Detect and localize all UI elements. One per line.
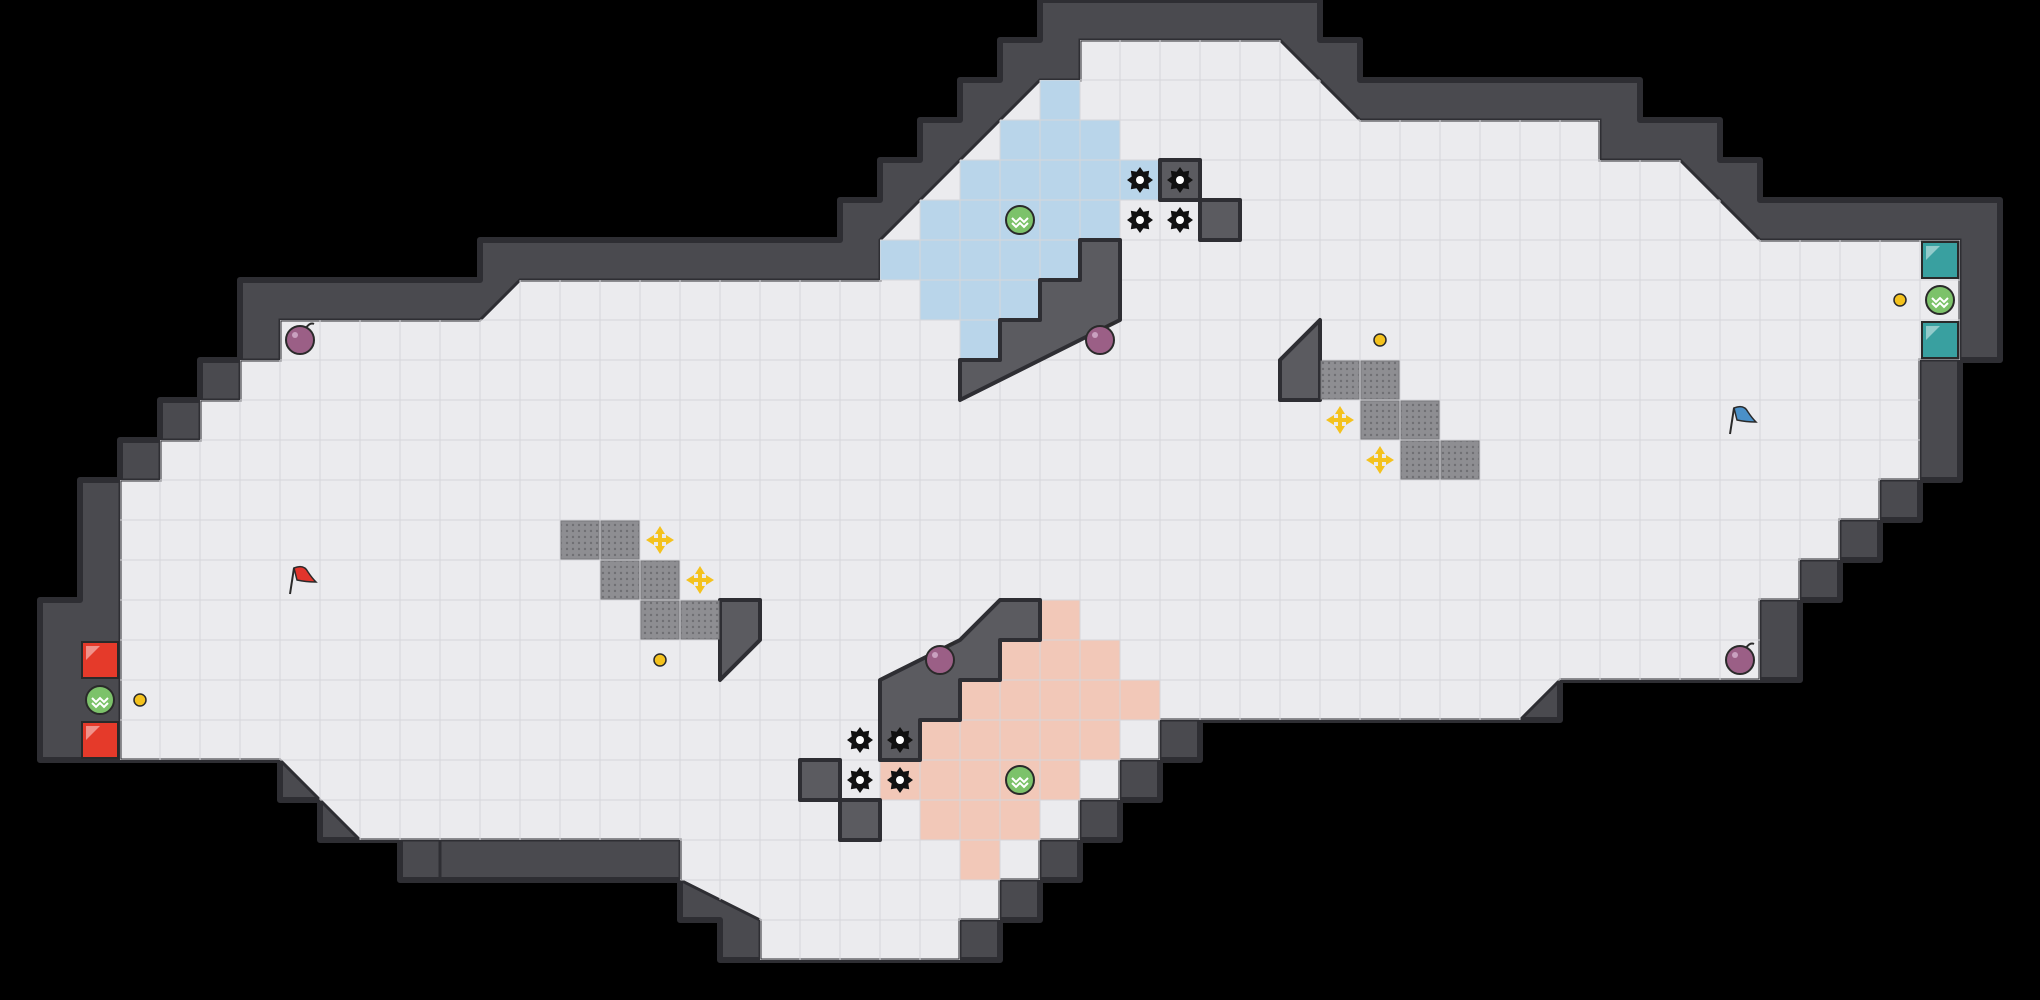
coin-icon[interactable] [133,693,147,707]
powerup-icon[interactable] [1005,205,1035,235]
bomb-body [1085,325,1115,355]
bomb-icon[interactable] [1085,322,1115,355]
bomb-shine [1732,652,1738,658]
boost-arrows [646,526,674,554]
inner-wall [1198,198,1242,242]
flag-pole [289,567,295,595]
powerup-body [1005,765,1035,795]
grate-block [560,520,600,560]
boost-icon[interactable] [686,566,714,594]
gate-body [1921,321,1959,359]
spike-core [856,776,864,784]
gate-body [81,721,119,759]
powerup-icon[interactable] [1005,765,1035,795]
spike-icon [847,727,873,753]
boost-icon[interactable] [646,526,674,554]
bomb-shine [1092,332,1098,338]
spike-icon [1127,207,1153,233]
red-gate-icon[interactable] [81,721,119,759]
spike-core [1136,176,1144,184]
powerup-glyph [1011,776,1029,789]
grate-block [640,600,680,640]
spike-icon [1167,207,1193,233]
powerup-glyph [91,696,109,709]
bomb-icon[interactable] [925,642,955,675]
bomb-fuse [1105,322,1115,329]
spike-core [896,776,904,784]
bomb-fuse [1745,642,1755,649]
gate-shine [86,646,100,660]
spike-icon [847,767,873,793]
grate-block [1400,400,1440,440]
grate-block [640,560,680,600]
grate-block [680,600,720,640]
spike-core [1176,176,1184,184]
boost-icon[interactable] [1366,446,1394,474]
powerup-glyph [1011,216,1029,229]
powerup-icon[interactable] [85,685,115,715]
inner-wall [718,598,762,682]
gate-body [1921,241,1959,279]
inner-wall [838,798,882,842]
red-flag-icon[interactable] [289,565,318,595]
boost-arrows [1326,406,1354,434]
powerup-body [1005,205,1035,235]
coin-icon[interactable] [653,653,667,667]
bomb-body [1725,645,1755,675]
spike-core [1136,216,1144,224]
bomb-icon[interactable] [1725,642,1755,675]
bomb-icon[interactable] [285,322,315,355]
bomb-fuse [305,322,315,329]
flag-pole [1729,407,1735,435]
item-layer[interactable] [81,167,1959,795]
inner-wall [798,758,842,802]
teal-gate-icon[interactable] [1921,241,1959,279]
gate-body [81,641,119,679]
spike-icon [1127,167,1153,193]
powerup-icon[interactable] [1925,285,1955,315]
bomb-body [285,325,315,355]
grate-block [1440,440,1480,480]
coin-icon[interactable] [1373,333,1387,347]
teal-gate-icon[interactable] [1921,321,1959,359]
spike-icon [887,767,913,793]
boost-icon[interactable] [1326,406,1354,434]
inner-wall [958,238,1122,402]
spike-core [896,736,904,744]
grate-block [1320,360,1360,400]
boost-arrows [686,566,714,594]
inner-wall [878,598,1042,762]
block-layer [560,360,1480,640]
inner-wall-layer [718,158,1322,842]
spike-icon [887,727,913,753]
spike-core [1176,216,1184,224]
gate-shine [1926,326,1940,340]
gate-shine [1926,246,1940,260]
spike-core [856,736,864,744]
flag-cloth [1733,405,1758,423]
grate-block [1360,360,1400,400]
red-team-zone [880,600,1160,880]
blue-flag-icon[interactable] [1729,405,1758,435]
bomb-fuse [945,642,955,649]
bomb-body [925,645,955,675]
powerup-body [1925,285,1955,315]
powerup-glyph [1931,296,1949,309]
bomb-shine [932,652,938,658]
grate-block [600,560,640,600]
powerup-body [85,685,115,715]
boost-arrows [1366,446,1394,474]
red-gate-icon[interactable] [81,641,119,679]
spike-icon [1167,167,1193,193]
flag-cloth [293,565,318,583]
grate-block [600,520,640,560]
grate-block [1400,440,1440,480]
coin-icon[interactable] [1893,293,1907,307]
grate-block [1360,400,1400,440]
gate-shine [86,726,100,740]
inner-wall [1278,318,1322,402]
bomb-shine [292,332,298,338]
